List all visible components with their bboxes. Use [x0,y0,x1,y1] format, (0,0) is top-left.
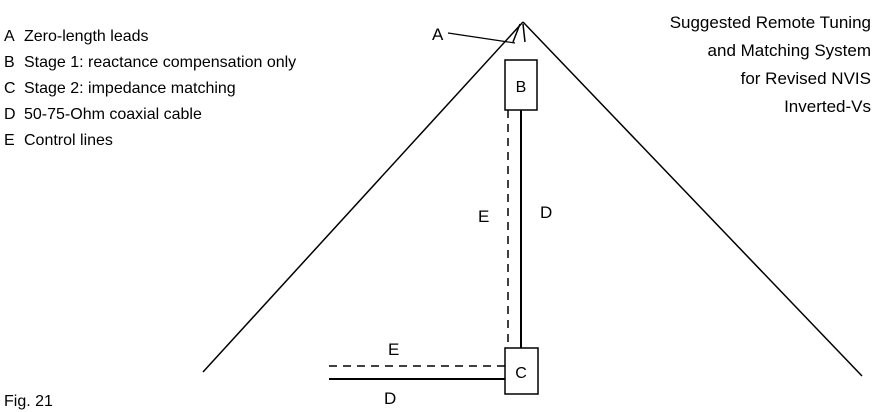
legend-key-a: A [4,28,15,45]
title-line-2: and Matching System [708,41,871,60]
antenna-left-leg [202,21,524,373]
antenna-right-leg [522,21,863,377]
legend-key-c: C [4,80,16,97]
legend-key-d: D [4,106,16,123]
title-line-3: for Revised NVIS [741,69,871,88]
stage-1-box-label: B [516,79,527,96]
inverted-v-antenna [202,21,863,377]
diagram-title: Suggested Remote Tuning and Matching Sys… [670,13,871,116]
stage-1-box: B [504,59,538,111]
title-line-4: Inverted-Vs [784,97,871,116]
pointer-label-a: A [432,25,444,44]
pointer-line-a [447,32,516,44]
stage-2-box-label: C [515,365,527,382]
zero-length-lead-right [522,23,526,43]
figure-caption: Fig. 21 [4,393,53,410]
legend: A Zero-length leads B Stage 1: reactance… [4,28,296,149]
vertical-coax-label: D [540,203,552,222]
stage-1-box-outline [504,59,538,111]
stage-2-box: C [504,347,539,395]
legend-text-b: Stage 1: reactance compensation only [24,54,296,71]
stage-2-box-outline [504,347,539,395]
horizontal-coax-label: D [384,389,396,408]
legend-text-a: Zero-length leads [24,28,149,45]
legend-text-e: Control lines [24,132,113,149]
zero-length-lead-left [512,23,521,43]
legend-text-c: Stage 2: impedance matching [24,80,236,97]
legend-text-d: 50-75-Ohm coaxial cable [24,106,202,123]
vertical-control-label: E [478,207,489,226]
legend-key-b: B [4,54,15,71]
title-line-1: Suggested Remote Tuning [670,13,871,32]
legend-key-e: E [4,132,15,149]
horizontal-control-label: E [388,340,399,359]
